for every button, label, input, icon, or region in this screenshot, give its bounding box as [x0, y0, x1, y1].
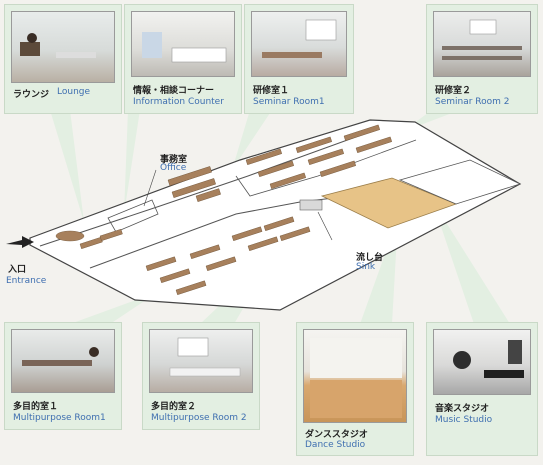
seminar1-photo: [251, 11, 347, 77]
seminar2-tables: [245, 124, 393, 190]
panel-dance: ダンススタジオ Dance Studio: [296, 322, 414, 456]
multi1-photo: [11, 329, 115, 393]
info-counter-label-en: Information Counter: [133, 97, 224, 107]
office-leader: [143, 169, 157, 207]
seminar2-scene: [442, 19, 522, 60]
panel-lounge: ラウンジ Lounge: [4, 4, 122, 114]
sink-label-jp: 流し台: [356, 253, 384, 263]
seminar-wall: [235, 139, 417, 197]
info-callout: [124, 110, 140, 214]
lounge-photo: [11, 11, 115, 83]
dance-scene: [310, 338, 402, 418]
info-counter-scene: [142, 32, 227, 63]
corridor-north: [39, 133, 365, 247]
seminar2-label-en: Seminar Room 2: [435, 97, 510, 107]
music-label-en: Music Studio: [435, 415, 493, 425]
seminar2-label-jp: 研修室２: [435, 86, 472, 96]
multi2-label-en: Multipurpose Room 2: [151, 413, 247, 423]
panel-seminar1: 研修室１ Seminar Room1: [244, 4, 354, 114]
dance-label-en: Dance Studio: [305, 440, 366, 450]
multi2-scene: [169, 337, 241, 377]
multipurpose-tables: [145, 216, 311, 296]
sink-label-en: Sink: [356, 262, 376, 272]
dance-photo: [303, 329, 407, 423]
music-label-jp: 音楽スタジオ: [435, 404, 490, 414]
seminar1-label-jp: 研修室１: [253, 86, 290, 96]
seminar1-tables: [167, 166, 221, 202]
multi2-label-jp: 多目的室２: [151, 402, 197, 412]
music-room-box: [398, 159, 522, 205]
info-counter-photo: [131, 11, 235, 77]
music-callout: [432, 200, 510, 324]
sink-block: [299, 199, 323, 211]
panel-info-counter: 情報・相談コーナー Information Counter: [124, 4, 242, 114]
info-counter-label-jp: 情報・相談コーナー: [133, 86, 215, 96]
panel-seminar2: 研修室２ Seminar Room 2: [426, 4, 538, 114]
panel-multi2: 多目的室２ Multipurpose Room 2: [142, 322, 260, 430]
seminar1-scene: [262, 19, 337, 58]
multi1-label-jp: 多目的室１: [13, 402, 59, 412]
multi2-photo: [149, 329, 253, 393]
seminar2-photo: [433, 11, 531, 77]
multi1-scene: [22, 347, 99, 366]
seminar1-callout: [232, 110, 272, 170]
lounge-callout: [50, 110, 84, 222]
music-scene: [453, 340, 524, 378]
lounge-scene: [20, 33, 96, 58]
office-box: [107, 199, 159, 233]
lounge-label-jp: ラウンジ: [13, 90, 50, 100]
lounge-tables: [55, 228, 123, 250]
sink-leader: [317, 211, 333, 241]
office-label-jp: 事務室: [160, 155, 188, 165]
lounge-label-en: Lounge: [57, 87, 91, 97]
entrance-label-en: Entrance: [6, 276, 47, 286]
entrance-arrow-icon: [6, 236, 34, 248]
dance-label-jp: ダンススタジオ: [305, 430, 368, 440]
building-outline: [29, 119, 522, 311]
panel-multi1: 多目的室１ Multipurpose Room1: [4, 322, 122, 430]
seminar1-label-en: Seminar Room1: [253, 97, 325, 107]
multi1-label-en: Multipurpose Room1: [13, 413, 106, 423]
panel-music: 音楽スタジオ Music Studio: [426, 322, 538, 456]
office-label-en: Office: [160, 163, 187, 173]
entrance-label-jp: 入口: [8, 265, 27, 275]
music-photo: [433, 329, 531, 395]
